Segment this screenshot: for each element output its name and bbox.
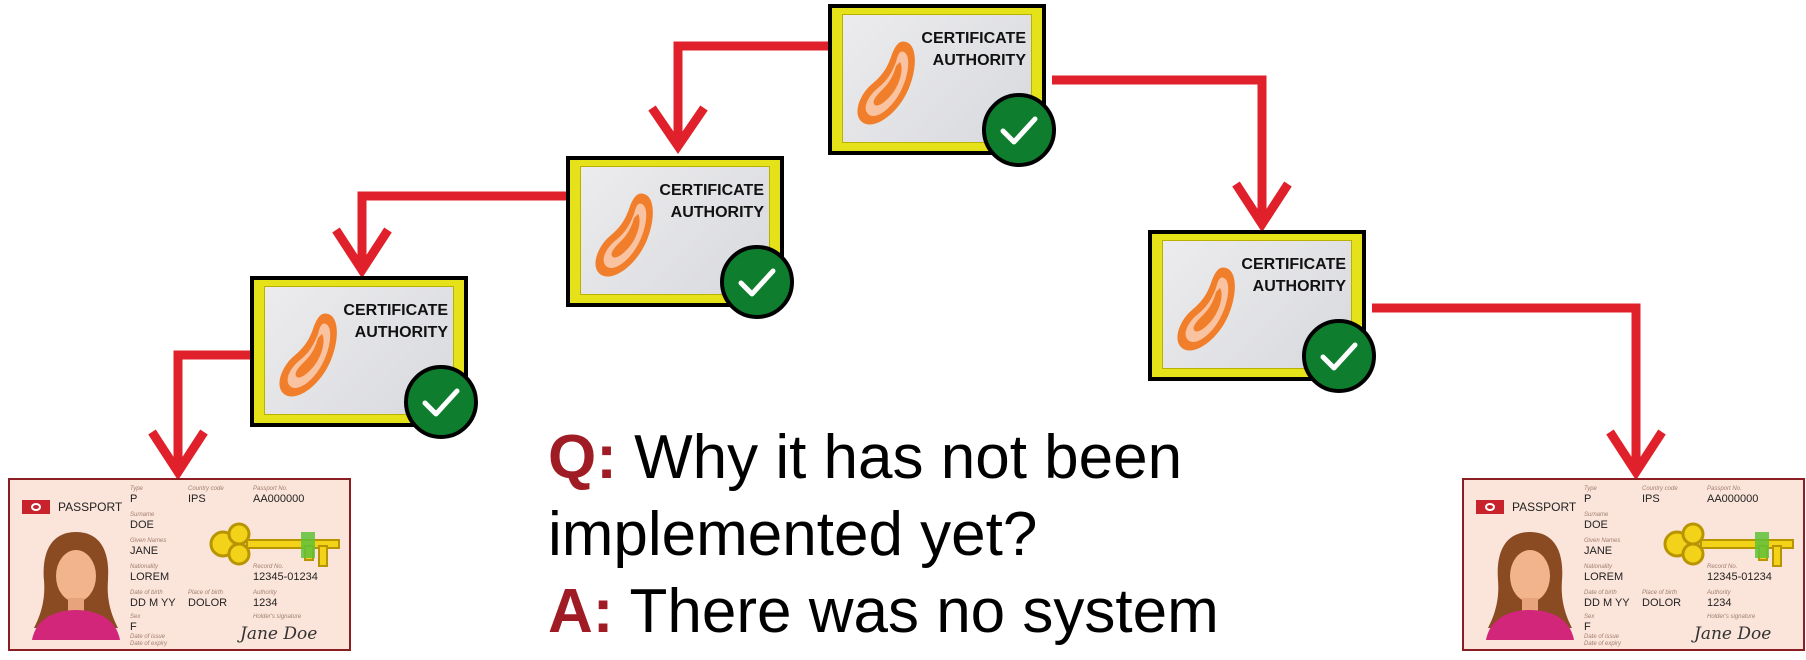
answer-text: A: There was no system bbox=[548, 574, 1219, 650]
arrowhead-passport-left bbox=[148, 429, 208, 481]
arrow-ca3-to-passport-left bbox=[173, 350, 250, 464]
key-icon bbox=[1663, 522, 1794, 567]
question-line-2: implemented yet? bbox=[548, 500, 1038, 569]
passport-title: PASSPORT bbox=[58, 500, 123, 514]
arrowhead-ca4 bbox=[1232, 181, 1292, 233]
flag-icon bbox=[1476, 500, 1504, 514]
signature: Jane Doe bbox=[1694, 624, 1772, 644]
signature: Jane Doe bbox=[240, 624, 318, 644]
arrow-root-to-ca4 bbox=[1052, 75, 1267, 218]
question-line-1: Why it has not been bbox=[616, 423, 1183, 492]
arrowhead-passport-right bbox=[1606, 429, 1666, 481]
arrow-root-to-ca2 bbox=[673, 41, 828, 140]
arrow-ca4-to-passport-right bbox=[1372, 303, 1641, 464]
q-label: Q: bbox=[548, 423, 617, 492]
person-photo-icon bbox=[32, 532, 120, 640]
question-text: Q: Why it has not been bbox=[548, 420, 1182, 496]
a-label: A: bbox=[548, 577, 614, 646]
passport-title: PASSPORT bbox=[1512, 500, 1577, 514]
arrowhead-ca3 bbox=[332, 227, 392, 279]
key-icon bbox=[209, 522, 340, 567]
flag-icon bbox=[22, 500, 50, 514]
answer-line-1: There was no system bbox=[613, 577, 1219, 646]
checkmark-icon bbox=[1302, 319, 1376, 393]
arrowhead-ca2 bbox=[648, 105, 708, 154]
checkmark-icon bbox=[982, 93, 1056, 167]
arrow-ca2-to-ca3 bbox=[357, 191, 566, 262]
seal-icon bbox=[279, 313, 337, 397]
seal-icon bbox=[595, 193, 653, 277]
checkmark-icon bbox=[720, 245, 794, 319]
person-photo-icon bbox=[1486, 532, 1574, 640]
seal-icon bbox=[1177, 267, 1235, 351]
checkmark-icon bbox=[404, 365, 478, 439]
seal-icon bbox=[857, 41, 915, 125]
